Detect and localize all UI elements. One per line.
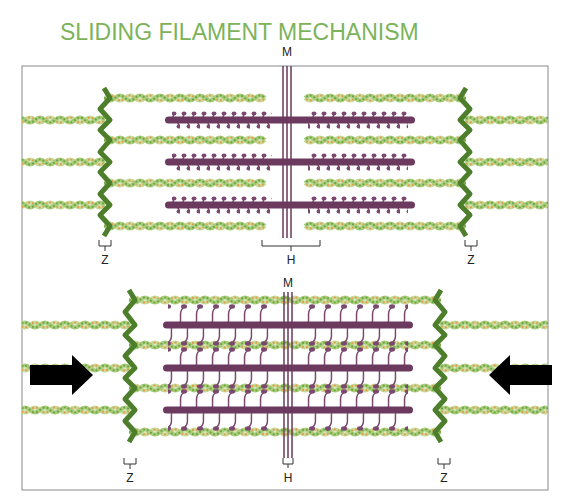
bracket	[99, 240, 477, 251]
band-label: Z	[101, 253, 108, 267]
band-label: Z	[126, 471, 133, 485]
band-label: Z	[467, 253, 474, 267]
band-label: H	[284, 471, 293, 485]
band-label: H	[287, 253, 296, 267]
frame	[22, 66, 548, 490]
relaxed-sarcomere	[22, 66, 548, 238]
bracket	[124, 458, 450, 469]
band-label: M	[283, 276, 293, 290]
force-arrow	[489, 355, 552, 395]
contracted-sarcomere	[22, 290, 548, 458]
band-label: Z	[440, 471, 447, 485]
band-label: M	[282, 45, 292, 59]
diagram-title: SLIDING FILAMENT MECHANISM	[60, 19, 419, 46]
force-arrow	[30, 355, 93, 395]
